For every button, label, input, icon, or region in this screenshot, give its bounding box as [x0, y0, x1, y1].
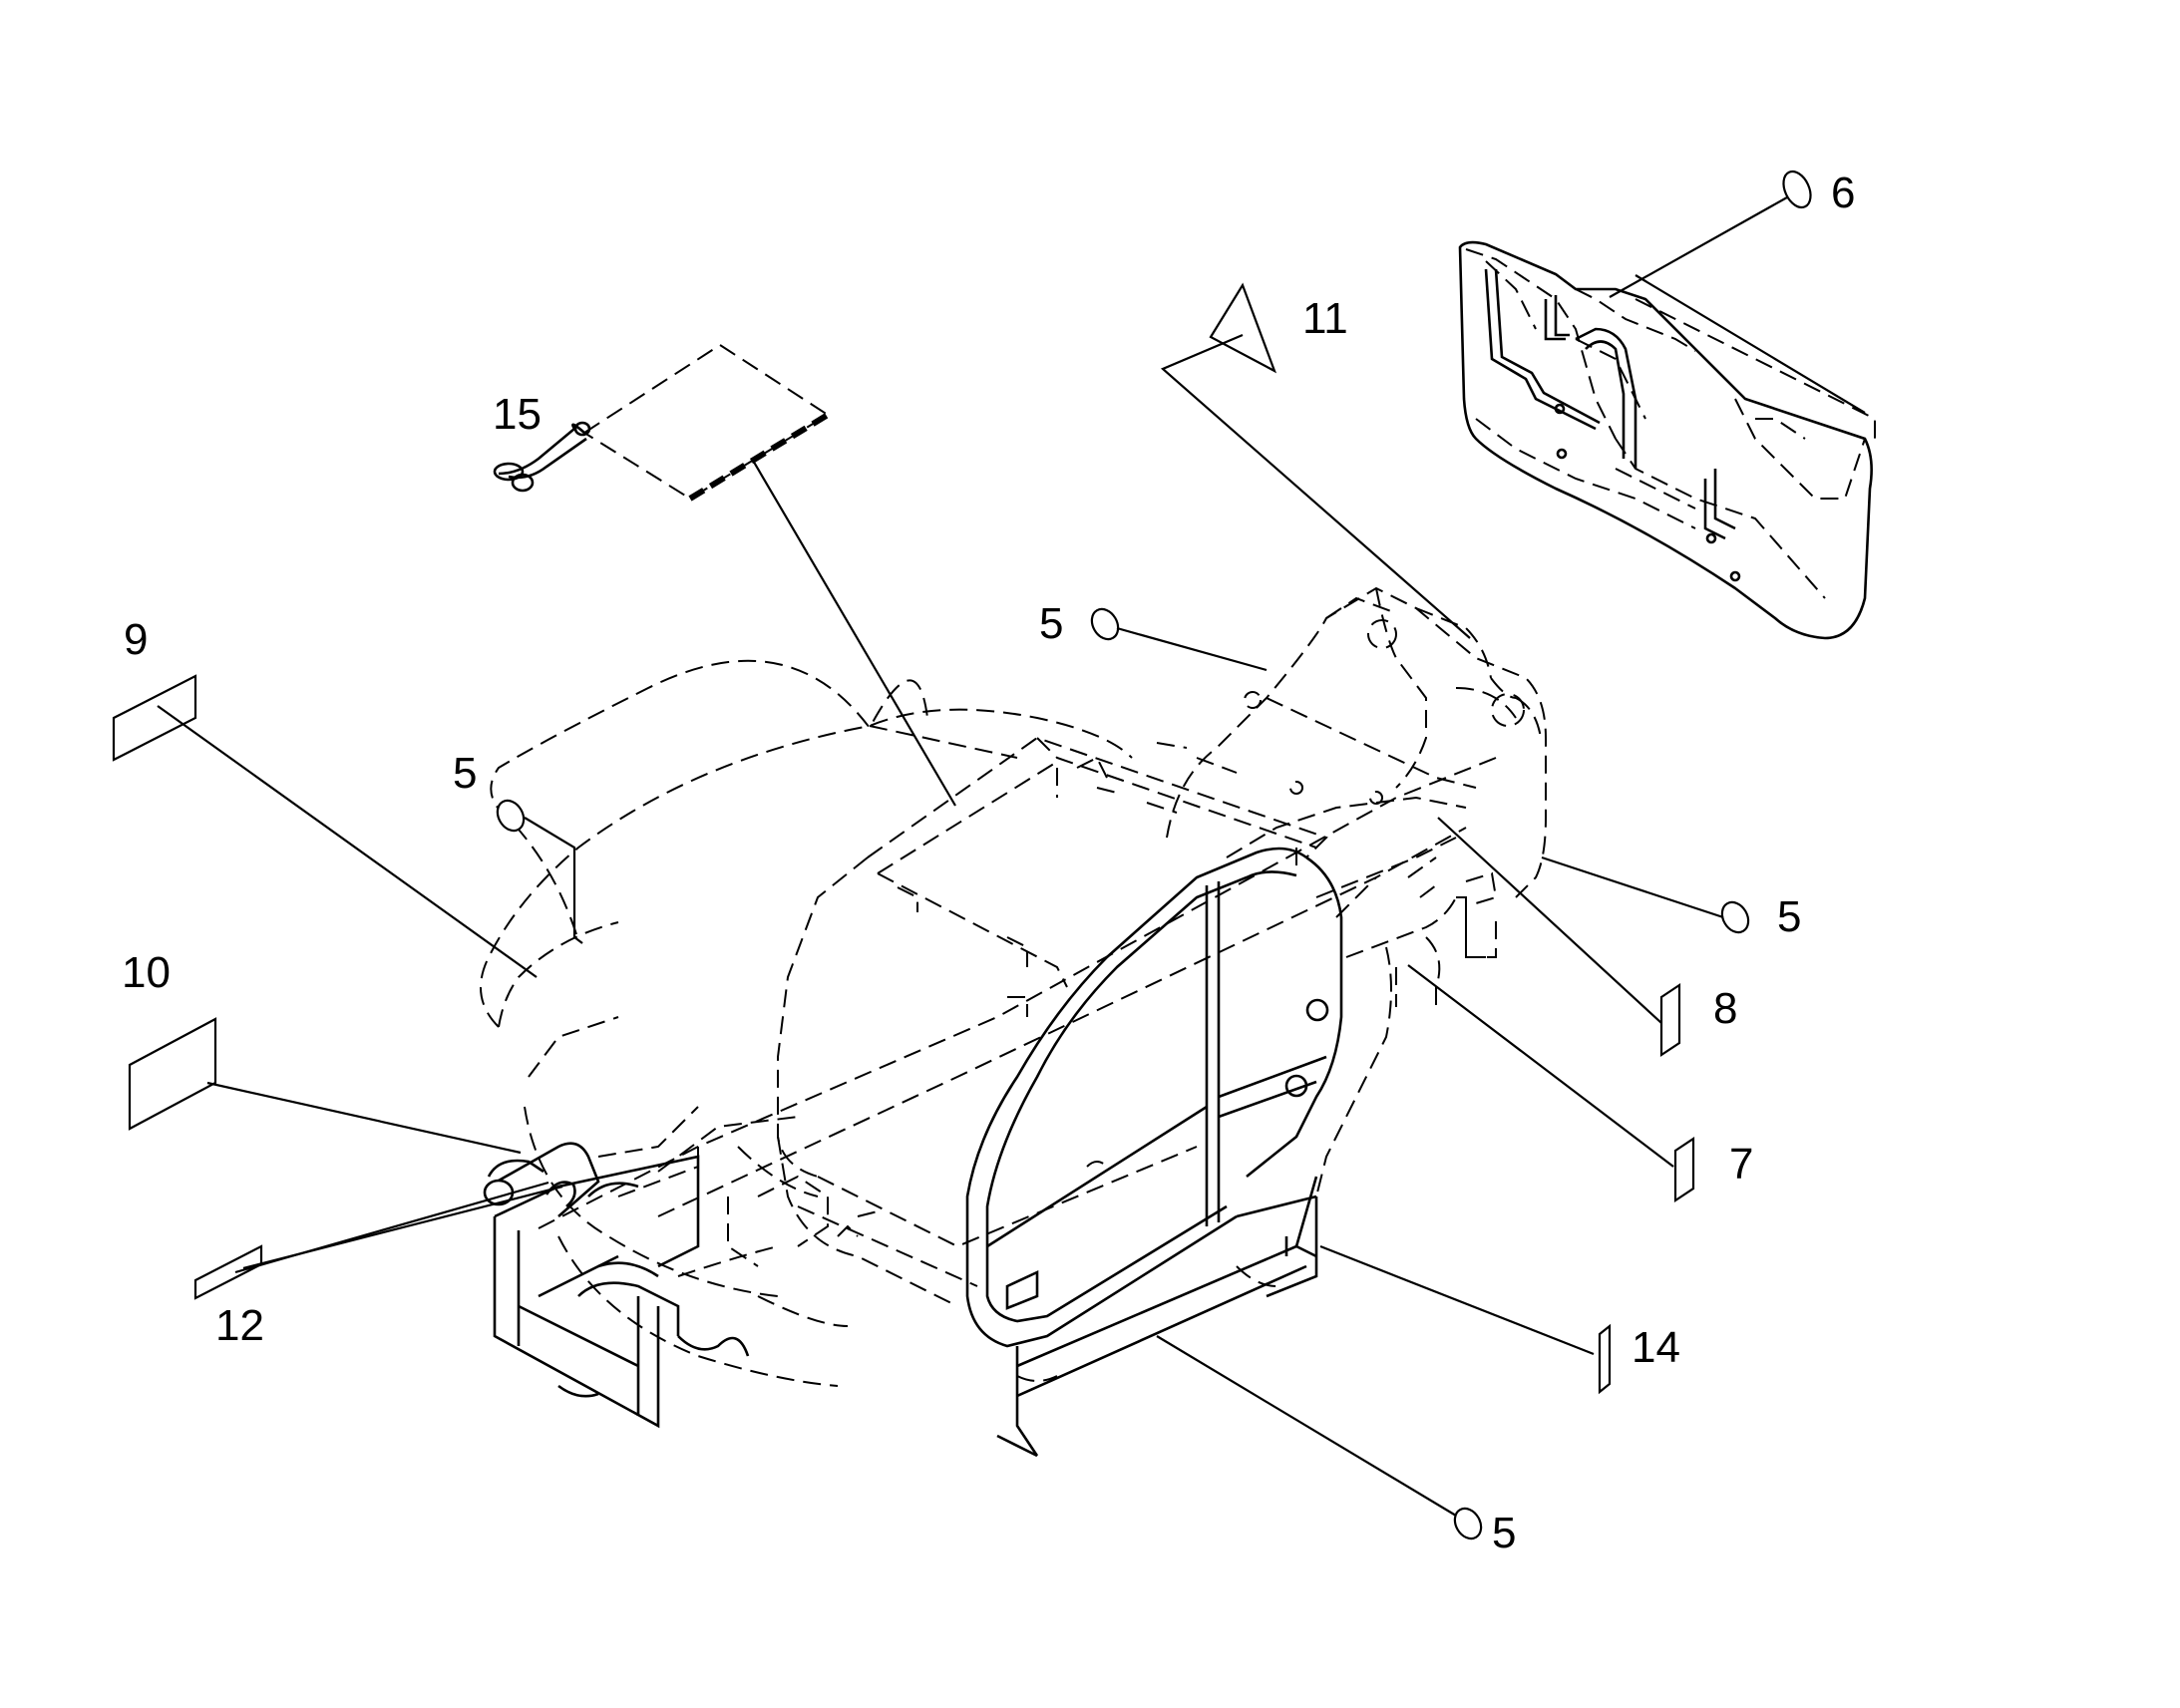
callout-5-right: 5 — [1777, 892, 1801, 941]
callout-12: 12 — [215, 1301, 264, 1350]
decal-8-rect — [1659, 982, 1681, 1058]
callout-10: 10 — [122, 948, 171, 997]
callout-5-top: 5 — [1039, 599, 1063, 648]
callout-8: 8 — [1713, 984, 1737, 1033]
callout-11: 11 — [1302, 294, 1348, 343]
counterweight-part-6 — [1458, 240, 1876, 640]
callout-15: 15 — [493, 390, 542, 439]
decal-5-top-oval — [1090, 607, 1120, 641]
decal-12-rect — [193, 1244, 263, 1300]
decal-6-oval — [1782, 170, 1812, 209]
decals — [112, 170, 1866, 1540]
decal-7-rect — [1673, 1136, 1695, 1203]
manual-part-15 — [493, 343, 830, 502]
callout-14: 14 — [1632, 1323, 1680, 1372]
callout-9: 9 — [124, 615, 148, 664]
callout-6: 6 — [1831, 169, 1855, 217]
callouts: 6 11 15 9 5 5 5 8 10 7 12 14 5 — [122, 169, 1855, 1557]
decal-11-triangle — [1209, 282, 1277, 374]
cab — [965, 847, 1343, 1458]
callout-5-bottom: 5 — [1492, 1509, 1516, 1557]
callout-7: 7 — [1729, 1140, 1753, 1189]
decal-5-bottom-oval — [1453, 1507, 1483, 1540]
machine-frame — [480, 586, 1547, 1429]
decal-14-rect — [1598, 1323, 1612, 1395]
decal-10-rect — [128, 1017, 217, 1131]
decal-5-left-oval — [496, 799, 526, 833]
decal-5-right-oval — [1720, 900, 1750, 934]
decal-9-rect — [112, 674, 197, 762]
callout-5-left: 5 — [453, 749, 477, 798]
